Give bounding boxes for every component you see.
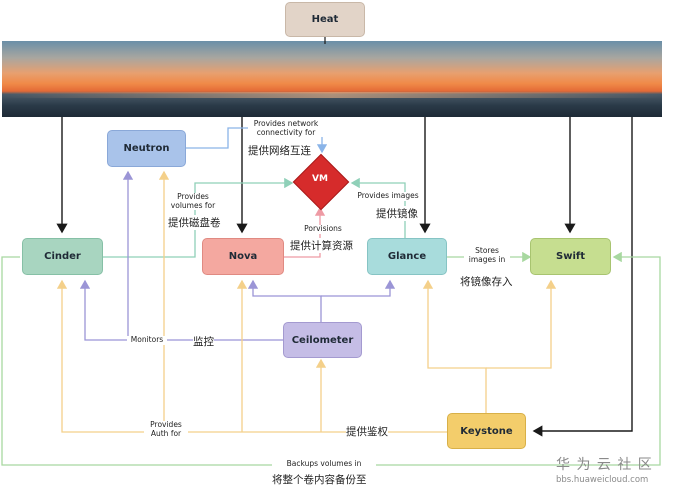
watermark-url: bbs.huaweicloud.com bbox=[556, 475, 649, 485]
edge-keystone-swift bbox=[486, 279, 557, 369]
neutron-node: Neutron bbox=[107, 130, 186, 167]
keystone-node: Keystone bbox=[447, 413, 526, 449]
edge-ceilometer-up bbox=[247, 279, 322, 322]
label-provisions: Porvisions bbox=[300, 224, 346, 234]
edge-banner-keystone bbox=[532, 117, 633, 437]
ceilometer-node: Ceilometer bbox=[283, 322, 362, 358]
label-auth-zh: 提供鉴权 bbox=[346, 424, 388, 439]
glance-node: Glance bbox=[367, 238, 447, 275]
label-volumes-zh: 提供磁盘卷 bbox=[168, 215, 221, 230]
watermark-title: 华 为 云 社 区 bbox=[556, 457, 653, 473]
edge-ceilometer-monitors bbox=[79, 279, 283, 341]
edge-cinder-backup-swift bbox=[1, 251, 661, 466]
label-network-zh: 提供网络互连 bbox=[248, 143, 311, 158]
nova-node: Nova bbox=[202, 238, 284, 275]
vm-label: VM bbox=[312, 174, 328, 184]
cinder-node: Cinder bbox=[22, 238, 103, 275]
label-monitors-zh: 监控 bbox=[193, 334, 214, 349]
edge-nova-vm bbox=[284, 206, 326, 258]
edge-ceilometer-glance bbox=[321, 279, 396, 297]
label-auth: Provides Auth for bbox=[144, 420, 188, 439]
label-images: Provides images bbox=[356, 191, 420, 201]
heat-node: Heat bbox=[285, 2, 365, 37]
label-monitors: Monitors bbox=[127, 335, 167, 345]
label-backup-zh: 将整个卷内容备份至 bbox=[272, 472, 367, 487]
sunset-banner-image bbox=[2, 41, 662, 117]
label-stores: Stores images in bbox=[464, 246, 510, 265]
label-backup: Backups volumes in bbox=[272, 459, 376, 469]
label-network: Provides network connectivity for bbox=[248, 119, 324, 138]
label-stores-zh: 将镜像存入 bbox=[460, 274, 513, 289]
label-provisions-zh: 提供计算资源 bbox=[290, 238, 353, 253]
swift-node: Swift bbox=[530, 238, 611, 275]
label-volumes: Provides volumes for bbox=[168, 192, 218, 211]
label-images-zh: 提供镜像 bbox=[376, 206, 418, 221]
edge-keystone-glance bbox=[422, 279, 487, 413]
edge-keystone-auth bbox=[56, 279, 447, 433]
